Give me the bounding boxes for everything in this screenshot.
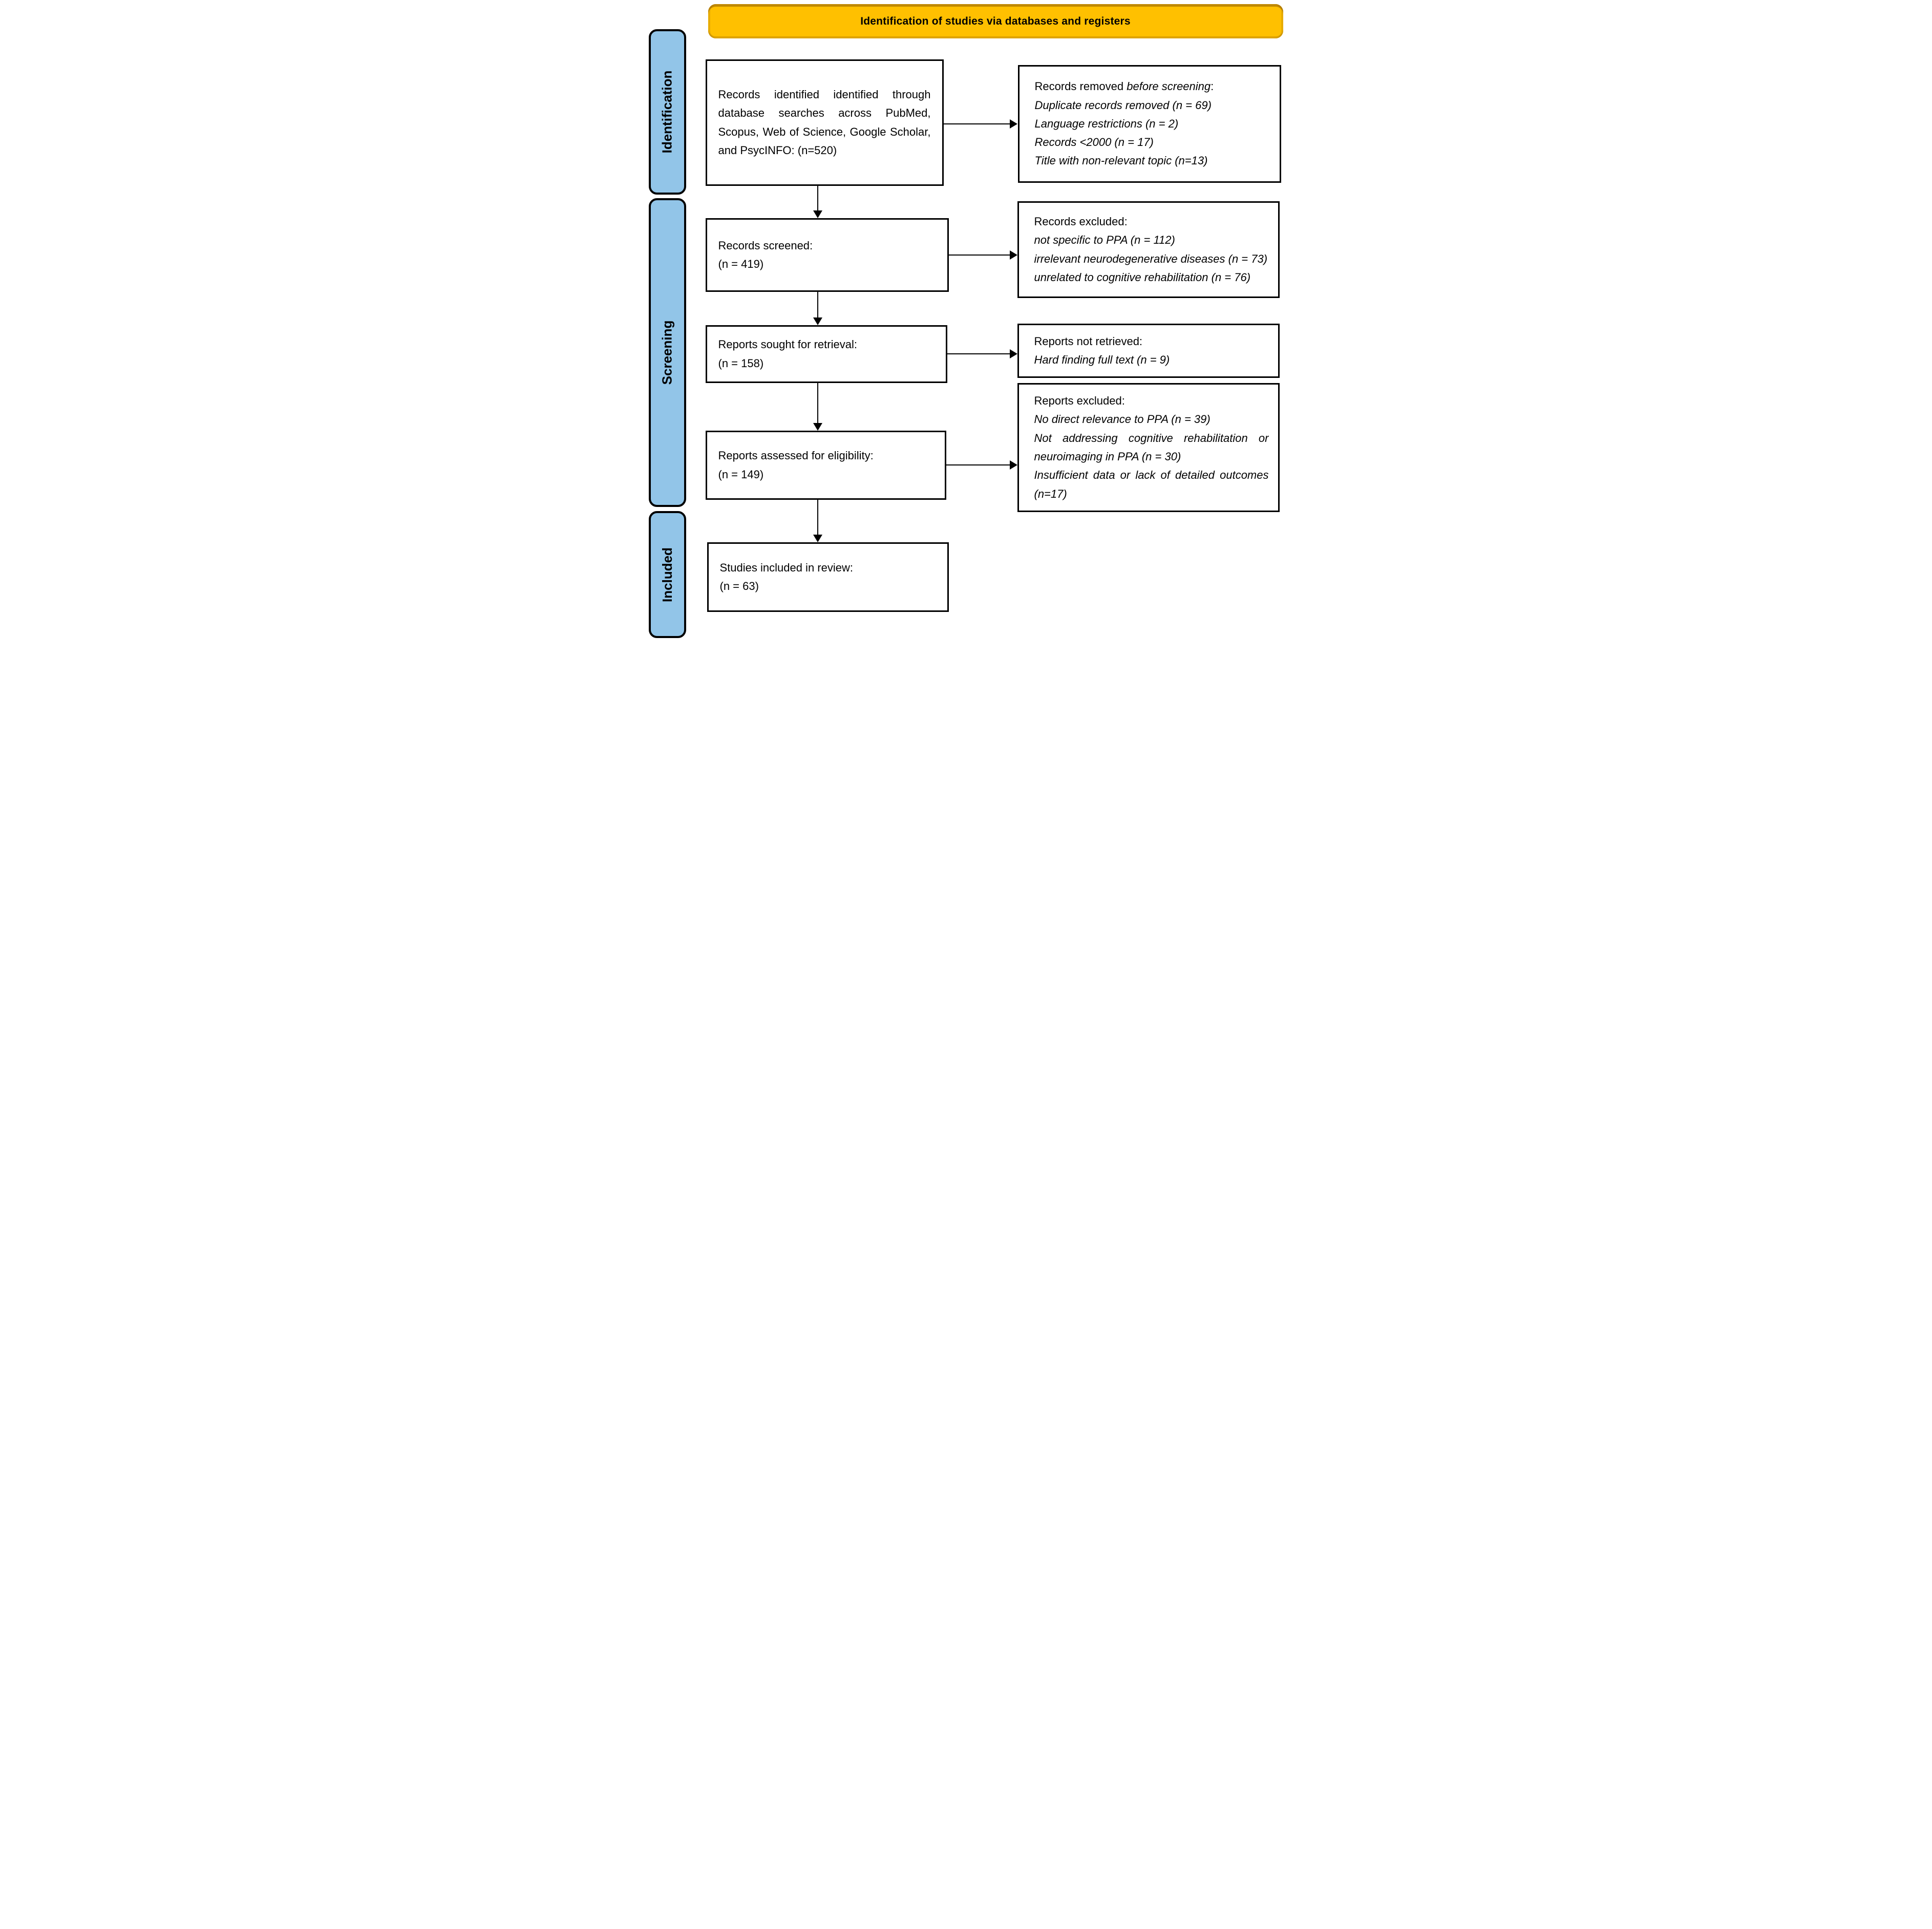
reports-excluded-reason-item: No direct relevance to PPA (n = 39) — [1034, 413, 1211, 426]
removed-reason-item: Language restrictions (n = 2) — [1034, 117, 1179, 130]
box-reports-assessed-line2: (n = 149) — [718, 468, 764, 481]
box-reports-assessed-line1: Reports assessed for eligibility: — [718, 449, 874, 462]
box-reports-not-retrieved: Reports not retrieved: Hard finding full… — [1017, 324, 1280, 378]
stage-included: Included — [648, 511, 686, 638]
stage-identification: Identification — [648, 29, 686, 195]
box-reports-assessed: Reports assessed for eligibility: (n = 1… — [705, 431, 946, 500]
arrow-right-4-head — [1009, 460, 1017, 470]
arrow-right-4-line — [946, 464, 1010, 465]
box-records-screened: Records screened: (n = 419) — [705, 218, 949, 292]
arrow-right-3-head — [1009, 349, 1017, 358]
removed-reason-item: Duplicate records removed (n = 69) — [1034, 98, 1212, 112]
arrow-down-4-line — [817, 500, 818, 535]
box-records-removed-heading: Records removed before screening: — [1035, 77, 1270, 96]
excluded-reason-item: unrelated to cognitive rehabilitation (n… — [1034, 270, 1251, 284]
box-studies-included-line1: Studies included in review: — [719, 561, 853, 574]
stage-screening-label: Screening — [659, 320, 675, 385]
box-reports-excluded: Reports excluded: No direct relevance to… — [1017, 383, 1280, 512]
arrow-right-2-line — [948, 255, 1010, 256]
removed-reason-item: Title with non-relevant topic (n=13) — [1034, 154, 1208, 167]
arrow-right-1-line — [943, 123, 1010, 124]
box-reports-sought: Reports sought for retrieval: (n = 158) — [705, 325, 947, 383]
box-records-excluded: Records excluded: not specific to PPA (n… — [1017, 201, 1280, 298]
box-records-identified-text: Records identified identified through da… — [718, 88, 931, 157]
arrow-down-2-line — [817, 292, 818, 318]
arrow-down-3-line — [817, 383, 818, 423]
box-records-screened-line1: Records screened: — [718, 239, 813, 252]
box-records-identified: Records identified identified through da… — [705, 59, 944, 186]
heading-prefix: Records removed — [1034, 80, 1127, 93]
not-retrieved-reason-item: Hard finding full text (n = 9) — [1034, 353, 1170, 366]
box-studies-included: Studies included in review: (n = 63) — [707, 542, 949, 612]
heading-italic: before screening — [1127, 80, 1211, 93]
box-studies-included-line2: (n = 63) — [719, 580, 759, 592]
arrow-right-1-head — [1009, 119, 1017, 129]
arrow-down-3-head — [813, 423, 822, 431]
box-reports-sought-line2: (n = 158) — [718, 356, 764, 370]
arrow-down-1-head — [813, 210, 822, 218]
reports-excluded-reason-item: Insufficient data or lack of detailed ou… — [1034, 469, 1269, 500]
arrow-down-2-head — [813, 317, 822, 325]
diagram-title: Identification of studies via databases … — [860, 15, 1131, 27]
stage-included-label: Included — [659, 547, 675, 602]
excluded-reason-item: not specific to PPA (n = 112) — [1034, 234, 1175, 247]
box-records-screened-line2: (n = 419) — [718, 258, 764, 270]
box-reports-not-retrieved-heading: Reports not retrieved: — [1034, 334, 1143, 348]
box-reports-excluded-heading: Reports excluded: — [1034, 394, 1125, 408]
removed-reason-item: Records <2000 (n = 17) — [1034, 136, 1154, 149]
heading-suffix: : — [1211, 80, 1214, 93]
stage-screening: Screening — [648, 198, 686, 507]
title-banner: Identification of studies via databases … — [708, 4, 1283, 38]
arrow-right-2-head — [1009, 250, 1017, 260]
arrow-right-3-line — [947, 353, 1010, 354]
arrow-down-1-line — [817, 186, 818, 211]
stage-identification-label: Identification — [659, 70, 675, 154]
box-reports-sought-line1: Reports sought for retrieval: — [718, 338, 857, 351]
box-records-removed: Records removed before screening: Duplic… — [1017, 65, 1281, 183]
excluded-reason-item: irrelevant neurodegenerative diseases (n… — [1034, 252, 1268, 265]
arrow-down-4-head — [813, 535, 822, 542]
prisma-flow-diagram: Identification of studies via databases … — [644, 0, 1288, 643]
reports-excluded-reason-item: Not addressing cognitive rehabilitation … — [1034, 431, 1269, 463]
box-records-excluded-heading: Records excluded: — [1034, 215, 1128, 228]
